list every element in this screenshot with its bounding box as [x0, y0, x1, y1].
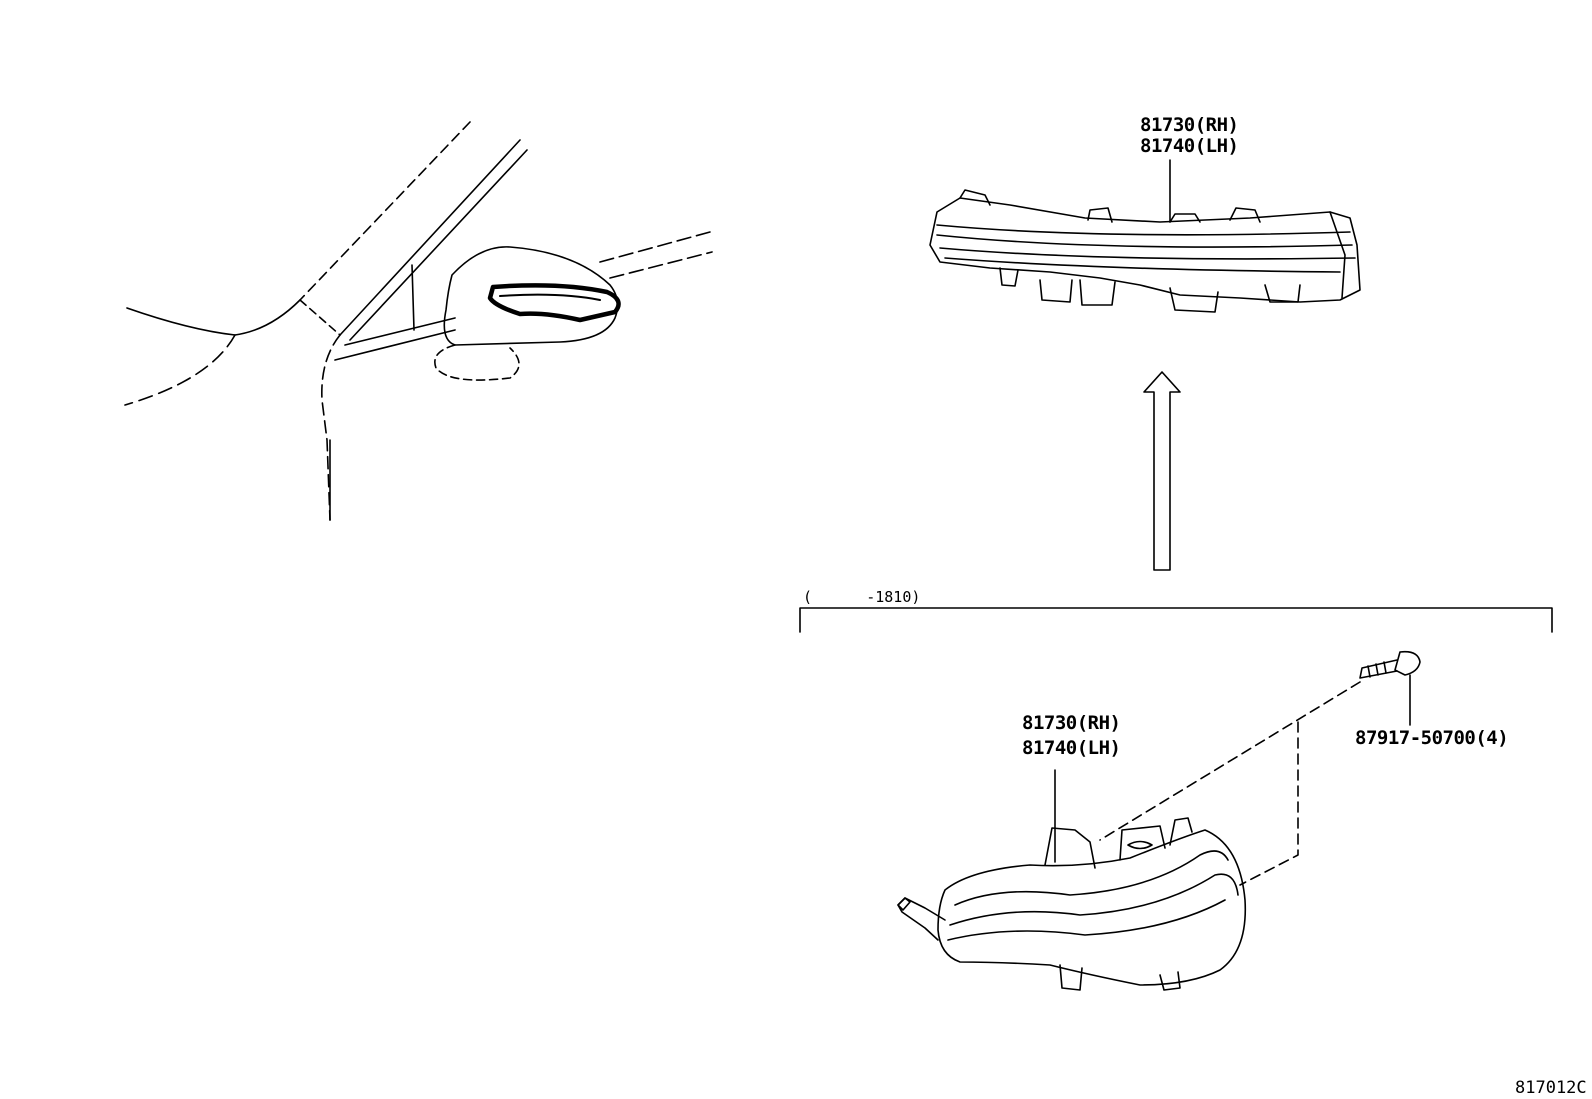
a-pillar-outer-line: [300, 122, 470, 300]
assembly-clip-bottom-1: [1060, 965, 1082, 990]
assembly-bracket-2: [1120, 826, 1165, 860]
vehicle-context-view: [125, 122, 712, 520]
assembly-connector-end: [898, 898, 910, 910]
bottom-part-number-lh: 81740(LH): [1022, 737, 1121, 759]
turn-signal-lens-top: [930, 190, 1360, 312]
top-part-number-rh: 81730(RH): [1140, 114, 1239, 136]
lens-band-1: [937, 225, 1350, 235]
mirror-base: [435, 345, 519, 380]
arrow-shaft: [1144, 372, 1180, 570]
lens-clip-1: [1000, 268, 1018, 286]
lens-tab-2: [1230, 208, 1260, 222]
bottom-part-number-rh: 81730(RH): [1022, 712, 1121, 734]
lens-outline: [930, 198, 1360, 302]
lens-band-4: [945, 258, 1340, 272]
top-part-number-lh: 81740(LH): [1140, 135, 1239, 157]
lens-end-right: [1330, 212, 1345, 298]
lens-tab-3: [1170, 214, 1200, 222]
assembly-arrow: [1144, 372, 1180, 570]
lens-band-3: [940, 248, 1355, 259]
a-pillar-inner-line-2: [350, 150, 527, 340]
assembly-slot: [1128, 842, 1152, 849]
screw-head: [1395, 652, 1420, 675]
screw-thread: [1368, 662, 1386, 677]
mirror-turn-signal-highlight: [490, 285, 619, 320]
assembly-contour-1: [955, 851, 1228, 905]
assembly-clip-bottom-2: [1160, 972, 1180, 990]
date-range-bracket: [800, 608, 1552, 632]
lens-tab-1: [1088, 208, 1112, 222]
window-sill-2: [345, 318, 455, 345]
screw-part: [1360, 652, 1420, 678]
install-guide-2: [1240, 722, 1298, 885]
mirror-housing: [444, 247, 617, 345]
lens-clip-4: [1170, 288, 1218, 312]
lens-clip-3: [1080, 280, 1115, 305]
a-pillar-inner-line: [340, 140, 520, 335]
turn-signal-assembly-bottom: [898, 818, 1245, 990]
assembly-contour-3: [948, 900, 1225, 940]
pillar-base-line: [300, 300, 340, 335]
screw-part-number: 87917-50700(4): [1355, 727, 1509, 749]
lens-clip-2: [1040, 280, 1072, 302]
lens-clip-5: [1265, 285, 1300, 302]
assembly-body: [938, 830, 1245, 985]
mirror-turn-signal-inner: [500, 295, 600, 300]
assembly-tab-right: [1170, 818, 1192, 845]
lens-band-2: [937, 235, 1352, 247]
hood-edge: [127, 300, 300, 335]
fender-dash: [125, 335, 235, 405]
diagram-code: 817012C: [1515, 1078, 1587, 1098]
assembly-bracket: [1045, 828, 1095, 868]
belt-line-lower: [610, 252, 712, 278]
date-range-label: ( -1810): [803, 588, 921, 606]
install-guide-1: [1100, 682, 1360, 840]
door-front-edge: [322, 335, 340, 520]
window-sill: [335, 330, 455, 360]
lens-tab-left: [960, 190, 990, 205]
window-vertical: [412, 265, 414, 330]
assembly-contour-2: [950, 874, 1238, 925]
